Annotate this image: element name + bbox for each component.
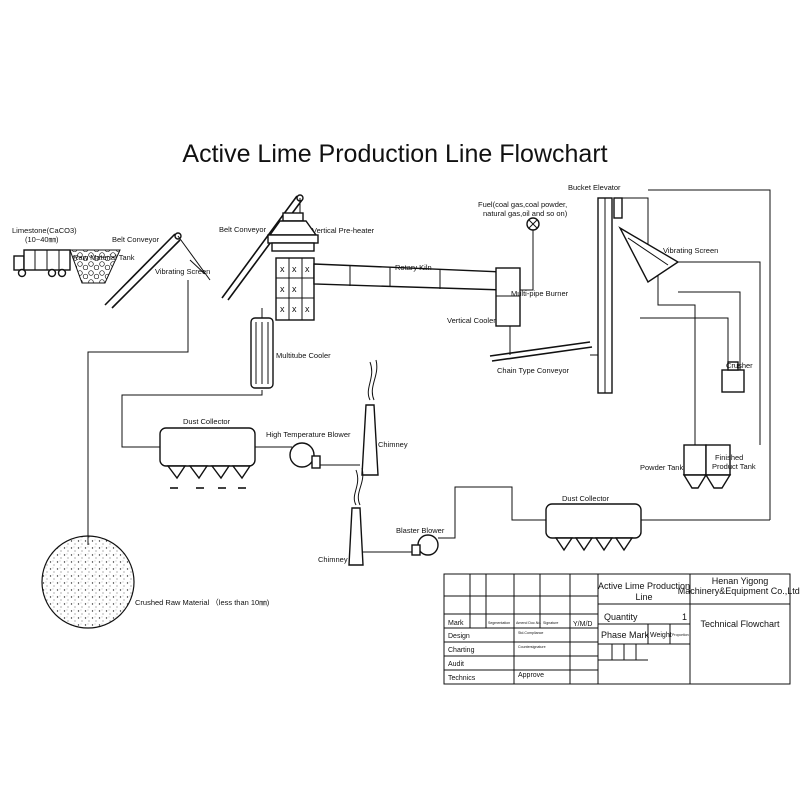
chimney-2 [348, 467, 364, 566]
limestone-truck [13, 249, 71, 278]
svg-text:x: x [280, 304, 285, 314]
label-belt-conveyor-2: Belt Conveyor [219, 225, 267, 234]
label-vertical-preheater: Vertical Pre-heater [312, 226, 375, 235]
tb-weight: Weight [650, 632, 672, 639]
label-dust-collector-2: Dust Collector [562, 494, 610, 503]
label-rotary-kiln: Rotary Kiln [395, 263, 432, 272]
crusher [721, 361, 745, 393]
process-lines [87, 189, 771, 553]
tb-amend-doc: Amend Doc.No. [516, 621, 541, 625]
tb-phase-mark: Phase Mark [601, 630, 650, 640]
tb-design: Design [448, 633, 470, 640]
label-high-temperature-blower: High Temperature Blower [266, 430, 351, 439]
tb-seg-status: Segmentation [488, 621, 510, 625]
tb-std-check: Std.Compliance [518, 631, 543, 635]
vertical-cooler [495, 267, 521, 327]
svg-text:x: x [280, 284, 285, 294]
tb-audit: Audit [448, 661, 464, 668]
tb-approve: Approve [518, 672, 544, 679]
label-chimney-1: Chimney [378, 440, 408, 449]
label-vibrating-screen-2: Vibrating Screen [663, 246, 718, 255]
tb-charting: Charting [448, 647, 475, 654]
svg-text:x: x [280, 264, 285, 274]
bucket-elevator [597, 197, 623, 394]
label-finished-product-tank-2: Product Tank [712, 462, 756, 471]
svg-text:x: x [292, 264, 297, 274]
tb-mark: Mark [448, 620, 464, 627]
label-limestone-size: (10~40㎜) [25, 235, 59, 244]
label-multi-pipe-burner: Multi-pipe Burner [511, 289, 569, 298]
component-labels: Limestone(CaCO3) (10~40㎜) Raw Material T… [12, 183, 756, 607]
tb-technics: Technics [448, 675, 476, 682]
tb-ymd: Y/M/D [573, 621, 592, 628]
chain-type-conveyor [489, 341, 593, 362]
chimney-1 [361, 359, 379, 476]
tb-quantity: Quantity [604, 612, 638, 622]
vertical-preheater: x x x x x x x x [267, 212, 319, 321]
label-limestone: Limestone(CaCO3) [12, 226, 77, 235]
finished-product-tank [704, 444, 732, 489]
label-dust-collector-1: Dust Collector [183, 417, 231, 426]
svg-text:x: x [305, 304, 310, 314]
label-vertical-cooler: Vertical Cooler [447, 316, 496, 325]
tb-company-1: Henan Yigong [712, 576, 769, 586]
label-crusher: Crusher [726, 361, 753, 370]
vibrating-screen-2 [618, 226, 680, 284]
svg-text:x: x [292, 304, 297, 314]
tb-project-2: Line [635, 592, 652, 602]
high-temperature-blower [289, 442, 321, 469]
fuel-valve-icon [526, 217, 540, 231]
label-fuel-line-2: natural gas,oil and so on) [483, 209, 568, 218]
label-chain-type-conveyor: Chain Type Conveyor [497, 366, 569, 375]
tb-drawing-title: Technical Flowchart [700, 619, 780, 629]
label-powder-tank: Powder Tank [640, 463, 683, 472]
label-chimney-2: Chimney [318, 555, 348, 564]
tb-countersign: Countersignature [518, 645, 546, 649]
svg-text:x: x [292, 284, 297, 294]
tb-signature: Signature [543, 621, 558, 625]
label-raw-material-tank: Raw Material Tank [73, 253, 135, 262]
svg-text:x: x [305, 264, 310, 274]
label-finished-product-tank-1: Finished [715, 453, 743, 462]
dust-collector-1 [159, 427, 256, 489]
tb-proportion: Proportion [672, 633, 689, 637]
tb-company-2: Machinery&Equipment Co.,Ltd. [678, 586, 800, 596]
blaster-blower [411, 534, 439, 556]
powder-tank [682, 444, 708, 489]
label-bucket-elevator: Bucket Elevator [568, 183, 621, 192]
label-vibrating-screen-1: Vibrating Screen [155, 267, 210, 276]
belt-conveyor-1 [104, 232, 211, 309]
raw-material-rock-pile [69, 249, 121, 284]
label-multitube-cooler: Multitube Cooler [276, 351, 331, 360]
page-title: Active Lime Production Line Flowchart [182, 140, 607, 168]
title-block: Active Lime Production Line Henan Yigong… [443, 573, 800, 685]
multitube-cooler [250, 317, 274, 389]
label-crushed-raw-material: Crushed Raw Material （less than 10㎜) [135, 598, 270, 607]
dust-collector-2 [545, 503, 642, 552]
label-blaster-blower: Blaster Blower [396, 526, 445, 535]
label-fuel-line-1: Fuel(coal gas,coal powder, [478, 200, 567, 209]
crushed-raw-material-pile [41, 535, 135, 629]
tb-quantity-value: 1 [682, 612, 687, 622]
label-belt-conveyor-1: Belt Conveyor [112, 235, 160, 244]
tb-project-1: Active Lime Production [598, 581, 690, 591]
